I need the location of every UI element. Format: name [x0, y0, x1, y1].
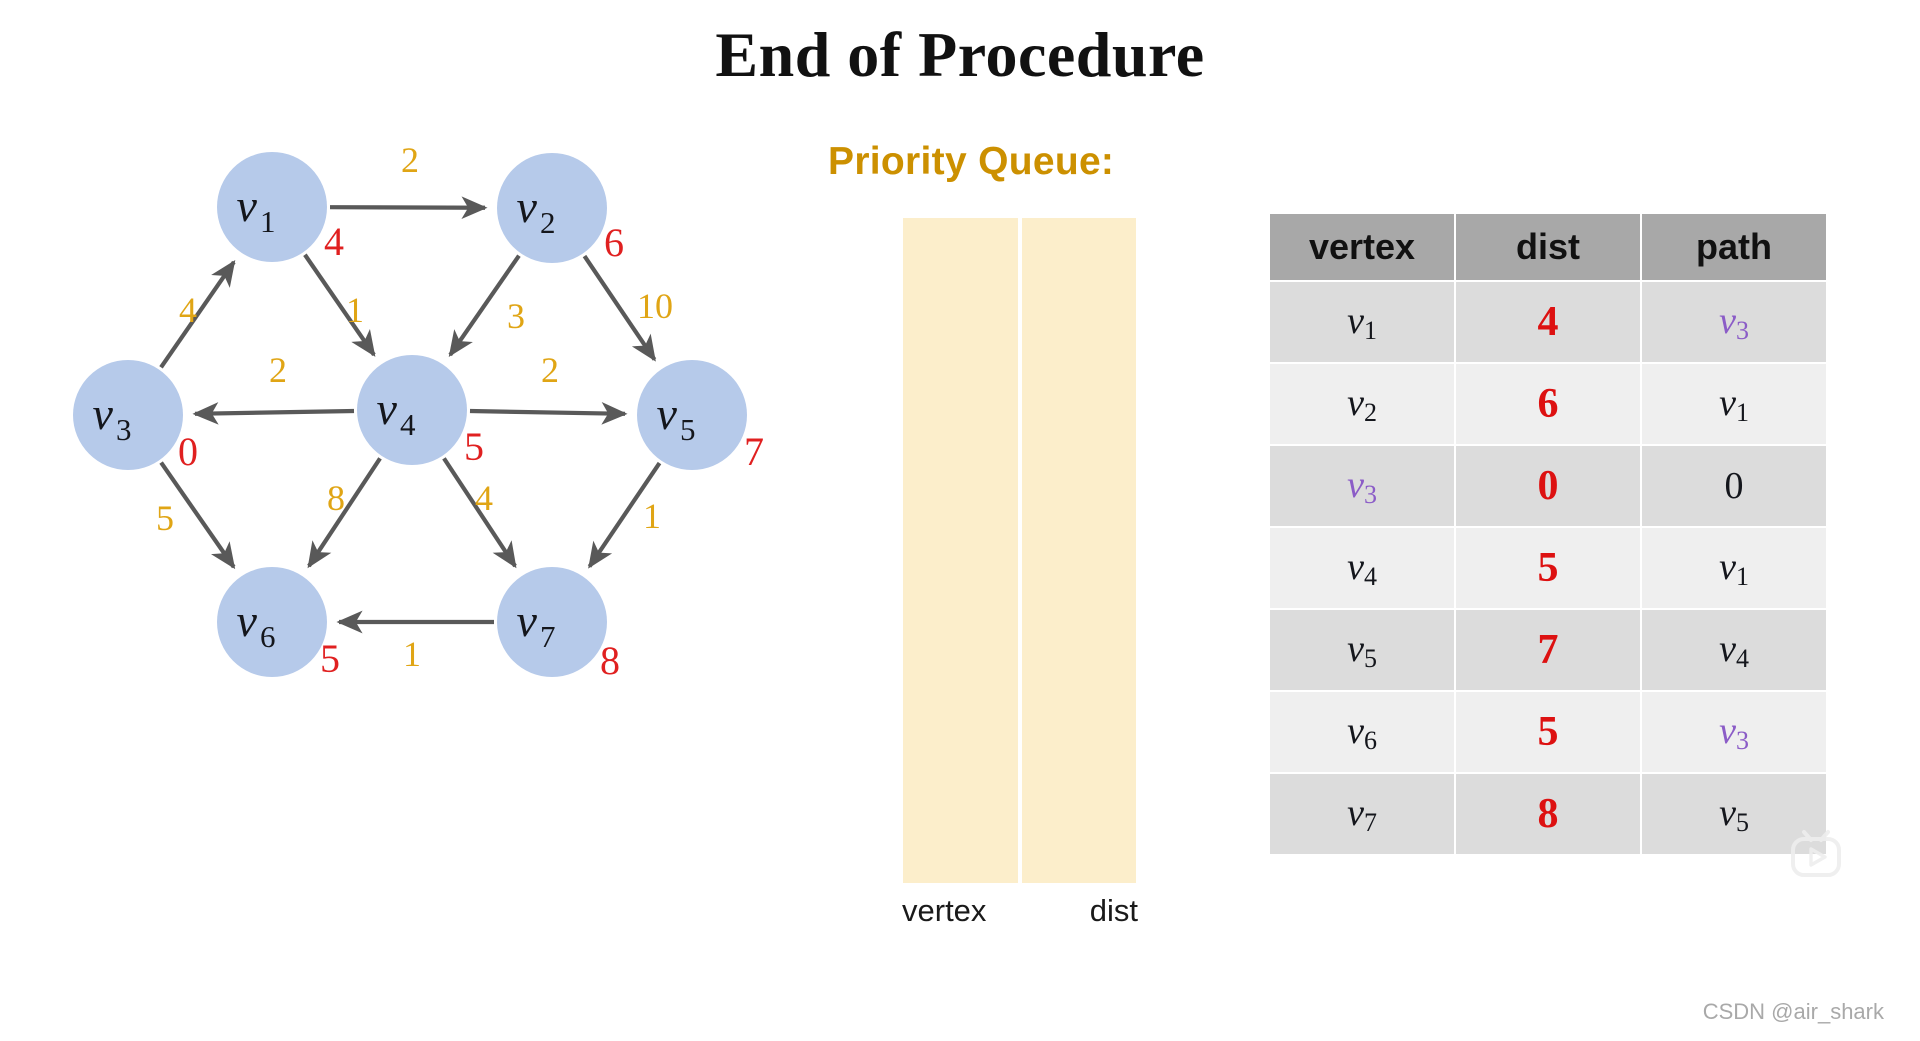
graph-edge-v1-v2: [329, 196, 488, 220]
graph-edge-v3-v6: [159, 461, 236, 570]
priority-queue-vertex-label: vertex: [902, 893, 987, 928]
edge-weight-v2-v5: 10: [637, 286, 673, 326]
table-cell-path: 0: [1642, 446, 1826, 526]
table-cell-dist: 0: [1456, 446, 1640, 526]
priority-queue-vertex-column: [903, 218, 1022, 883]
node-distance-v1: 4: [324, 219, 344, 264]
node-circle-v6[interactable]: [217, 567, 327, 677]
table-cell-dist: 8: [1456, 774, 1640, 854]
graph-node-distances-layer: 4 6 0 5 7 5 8: [178, 219, 764, 683]
node-distance-v6: 5: [320, 636, 340, 681]
node-distance-v3: 0: [178, 429, 198, 474]
table-cell-vertex: v7: [1270, 774, 1454, 854]
table-cell-path: v1: [1642, 528, 1826, 608]
graph-node-v5[interactable]: v5: [637, 360, 747, 470]
edge-weight-v1-v2: 2: [401, 140, 419, 180]
edge-weight-v2-v4: 3: [507, 296, 525, 336]
edge-weight-v7-v6: 1: [403, 634, 421, 674]
graph-edges-layer: [159, 196, 662, 634]
table-cell-vertex: v6: [1270, 692, 1454, 772]
graph-node-v6[interactable]: v6: [217, 567, 327, 677]
table-cell-vertex: v4: [1270, 528, 1454, 608]
node-distance-v7: 8: [600, 638, 620, 683]
priority-queue-dist-column: [1021, 218, 1136, 883]
graph-edge-v4-v6: [307, 457, 382, 569]
node-circle-v7[interactable]: [497, 567, 607, 677]
priority-queue-box: [903, 218, 1136, 883]
graph-edge-v4-v5: [469, 402, 628, 425]
graph-edge-v1-v4: [303, 253, 376, 357]
table-cell-vertex: v5: [1270, 610, 1454, 690]
graph-node-v2[interactable]: v2: [497, 153, 607, 263]
edge-weight-v4-v3: 2: [269, 350, 287, 390]
csdn-watermark: CSDN @air_shark: [1702, 999, 1884, 1024]
table-cell-dist: 6: [1456, 364, 1640, 444]
table-header-path: path: [1642, 214, 1826, 280]
edge-weight-v3-v1: 4: [179, 290, 197, 330]
node-distance-v2: 6: [604, 220, 624, 265]
priority-queue-title: Priority Queue:: [828, 140, 1115, 183]
edge-weight-v1-v4: 1: [346, 290, 364, 330]
priority-queue-column-labels: vertex dist: [895, 893, 1145, 929]
table-header-vertex: vertex: [1270, 214, 1454, 280]
edge-weight-v5-v7: 1: [643, 496, 661, 536]
graph-edge-v5-v7: [587, 461, 662, 569]
node-label-v5: v5: [657, 388, 696, 447]
table-cell-dist: 5: [1456, 692, 1640, 772]
graph-node-v3[interactable]: v3: [73, 360, 183, 470]
edge-weight-v3-v6: 5: [156, 498, 174, 538]
graph-edge-v4-v7: [442, 457, 517, 569]
table-cell-path: v4: [1642, 610, 1826, 690]
graph-node-v4[interactable]: v4: [357, 355, 467, 465]
edge-weight-v4-v6: 8: [327, 478, 345, 518]
graph-edge-v2-v4: [448, 254, 521, 358]
graph-edge-v2-v5: [582, 254, 657, 362]
table-cell-dist: 5: [1456, 528, 1640, 608]
bilibili-tv-logo-icon: [1791, 830, 1841, 877]
node-circle-v2[interactable]: [497, 153, 607, 263]
node-circle-v4[interactable]: [357, 355, 467, 465]
priority-queue-dist-label: dist: [1089, 893, 1138, 928]
graph-edge-v3-v1: [159, 260, 236, 369]
node-circle-v5[interactable]: [637, 360, 747, 470]
node-distance-v5: 7: [744, 429, 764, 474]
table-cell-vertex: v3: [1270, 446, 1454, 526]
table-cell-vertex: v2: [1270, 364, 1454, 444]
table-header-dist: dist: [1456, 214, 1640, 280]
node-distance-v4: 5: [464, 424, 484, 469]
graph-node-v1[interactable]: v1: [217, 152, 327, 262]
node-circle-v1[interactable]: [217, 152, 327, 262]
edge-weight-v4-v5: 2: [541, 350, 559, 390]
table-cell-path: v3: [1642, 692, 1826, 772]
table-cell-path: v3: [1642, 282, 1826, 362]
graph-nodes-layer: v1 v2 v3 v4 v5 v6 v7: [73, 152, 747, 677]
table-header-row: vertex dist path: [1270, 214, 1826, 280]
graph-edge-v4-v3: [192, 402, 355, 425]
table-cell-dist: 7: [1456, 610, 1640, 690]
graph-node-v7[interactable]: v7: [497, 567, 607, 677]
page-title: End of Procedure: [715, 19, 1205, 90]
table-cell-path: v1: [1642, 364, 1826, 444]
edge-weight-v4-v7: 4: [475, 478, 493, 518]
table-cell-dist: 4: [1456, 282, 1640, 362]
node-circle-v3[interactable]: [73, 360, 183, 470]
table-cell-vertex: v1: [1270, 282, 1454, 362]
